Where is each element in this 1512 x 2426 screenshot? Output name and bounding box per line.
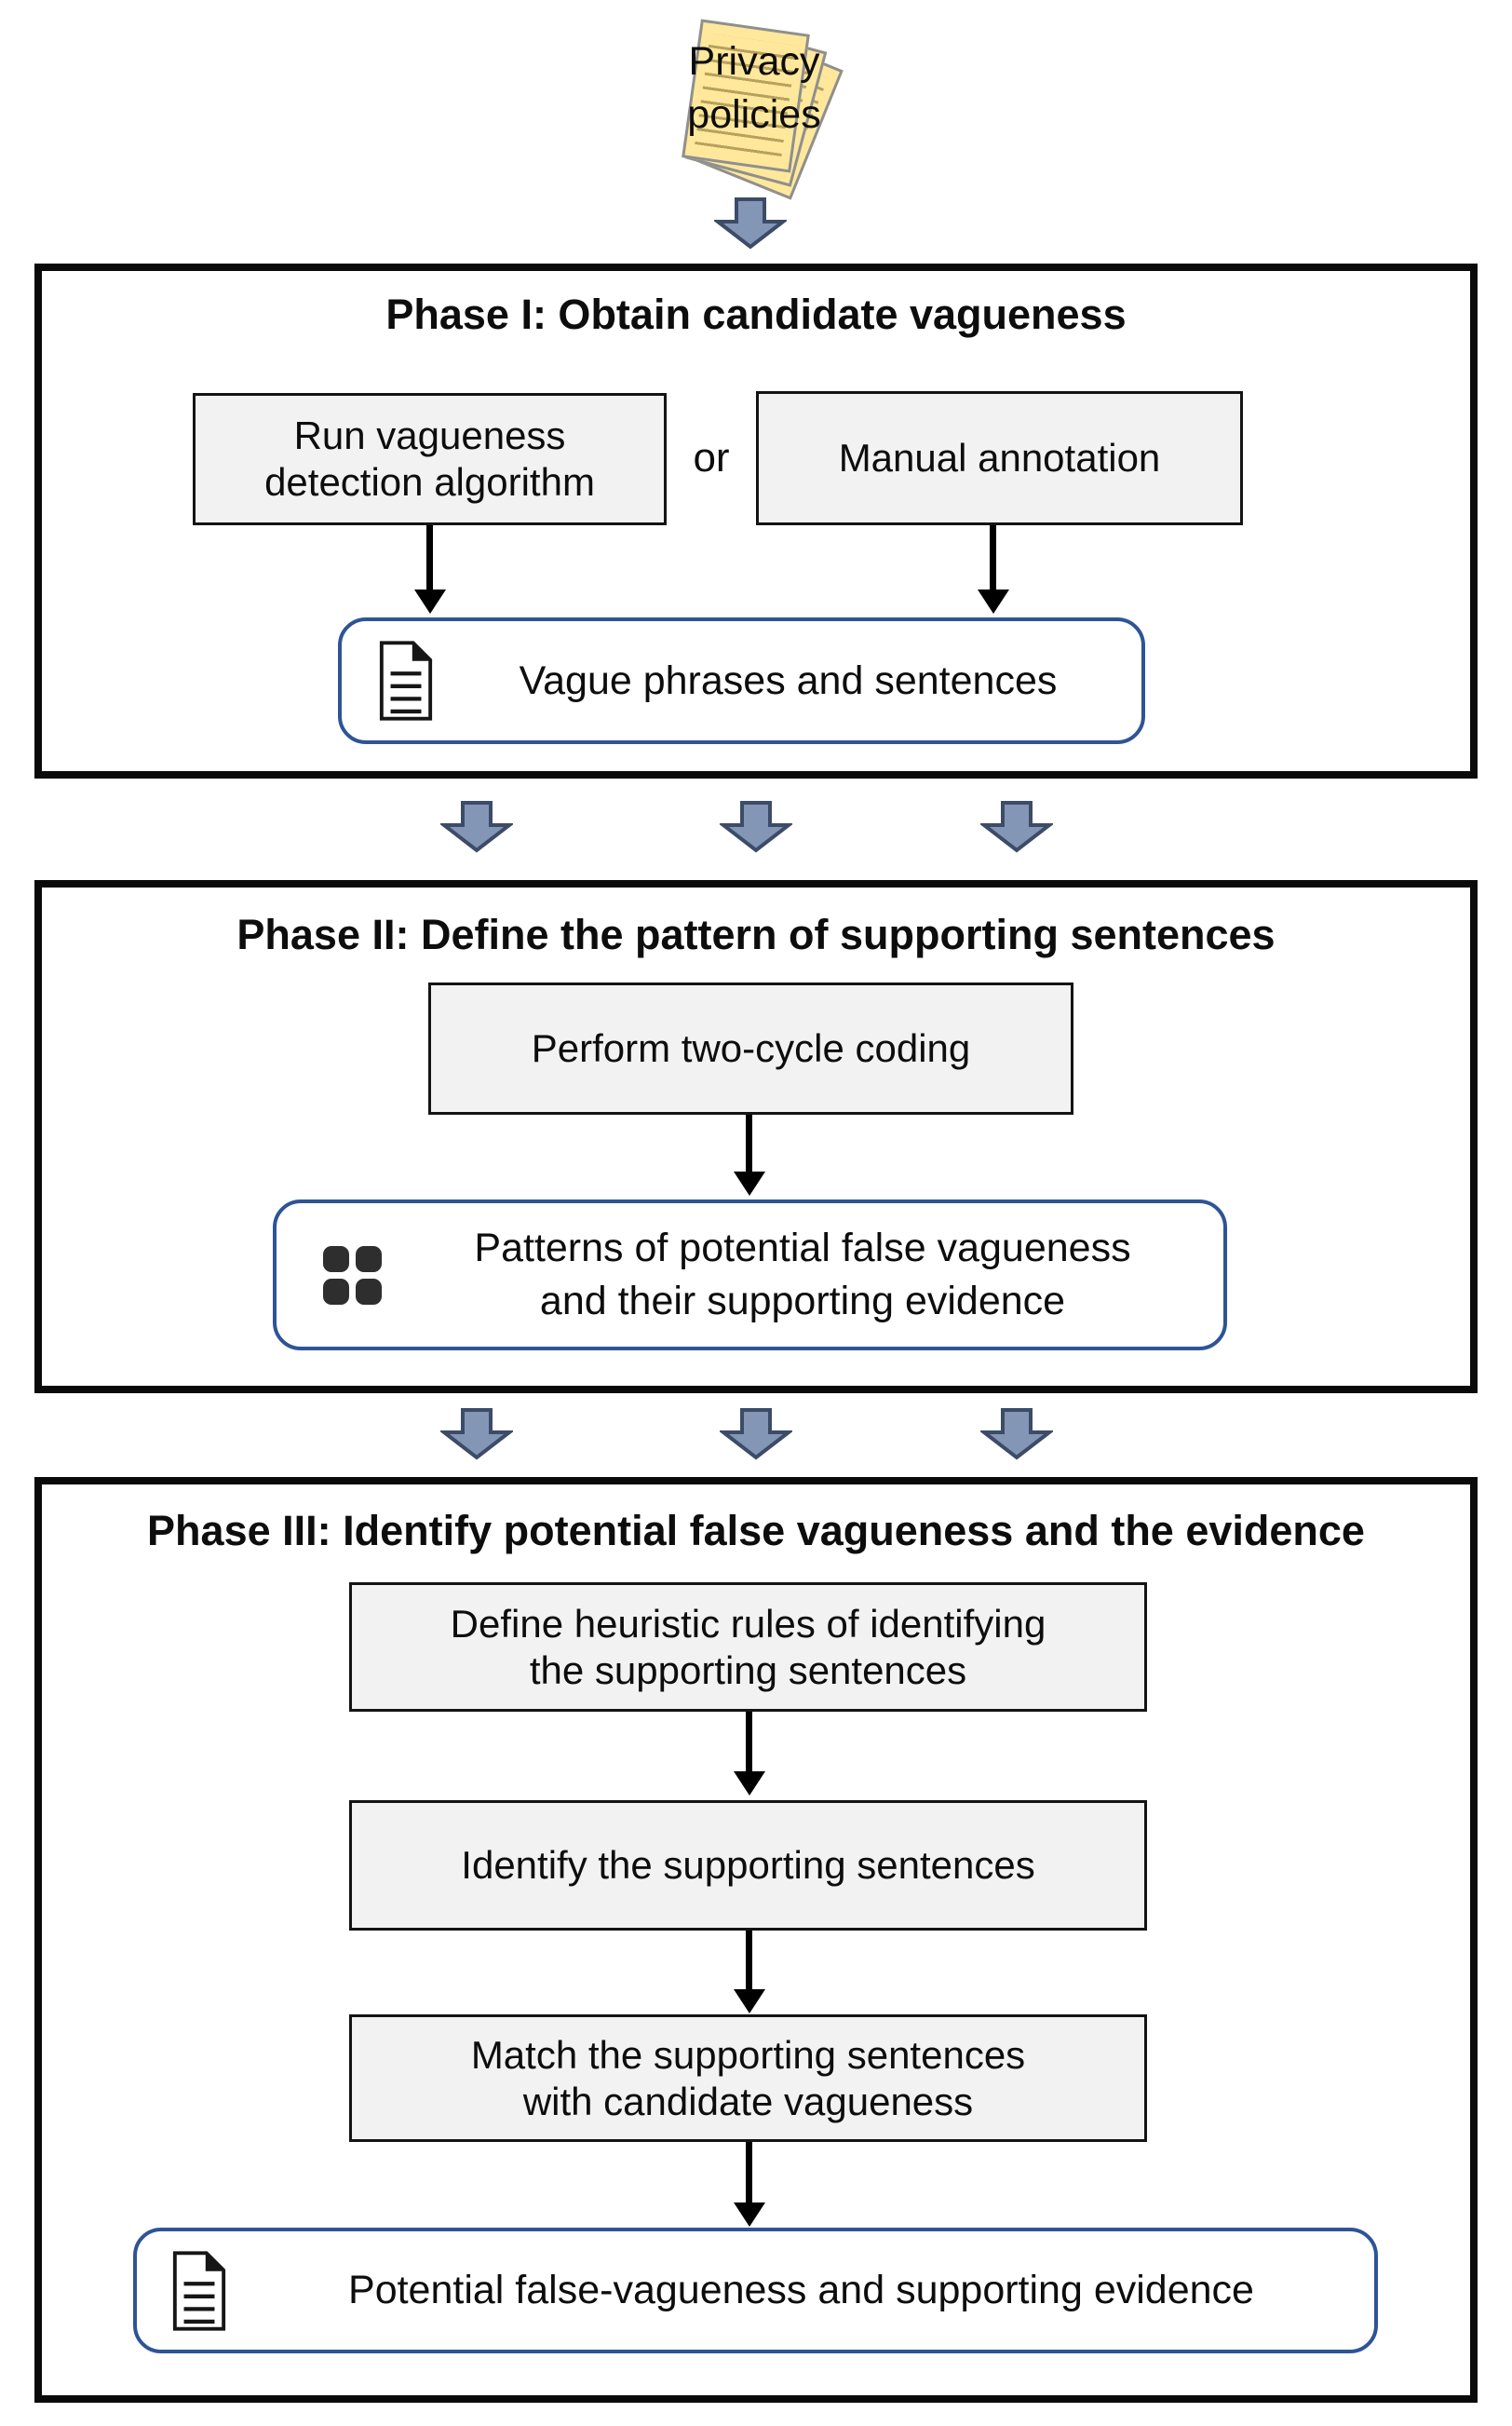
phase3-title: Phase III: Identify potential false vagu… bbox=[147, 1507, 1365, 1554]
phase2-outcome-label: Patterns of potential false vagueness an… bbox=[474, 1226, 1131, 1323]
phase1-to-phase2-arrow-3 bbox=[980, 801, 1053, 853]
phase1-run-box: Run vagueness detection algorithm bbox=[193, 393, 667, 525]
arrow-define-to-identify bbox=[746, 1712, 752, 1772]
phase3-define-box: Define heuristic rules of identifying th… bbox=[349, 1582, 1147, 1712]
arrow-identify-to-match bbox=[746, 1931, 752, 1990]
phase2-to-phase3-arrow-3 bbox=[980, 1408, 1053, 1460]
down-block-arrow-source bbox=[714, 197, 787, 250]
source-label: Privacy policies bbox=[687, 39, 821, 137]
phase3-identify-box: Identify the supporting sentences bbox=[349, 1800, 1147, 1931]
arrow-run-to-outcome bbox=[426, 525, 433, 590]
arrow-coding-to-outcome bbox=[746, 1115, 752, 1172]
phase2-coding-box: Perform two-cycle coding bbox=[428, 983, 1073, 1115]
grid-icon-cell bbox=[323, 1246, 349, 1272]
phase1-manual-box: Manual annotation bbox=[756, 391, 1243, 525]
arrow-match-to-outcome bbox=[746, 2142, 752, 2203]
phase3-outcome-label: Potential false-vagueness and supporting… bbox=[348, 2268, 1254, 2312]
phase2-outcome: Patterns of potential false vagueness an… bbox=[273, 1199, 1227, 1350]
grid-icon-cell bbox=[356, 1279, 382, 1305]
phase1-to-phase2-arrow-2 bbox=[720, 801, 792, 853]
grid-icon-cell bbox=[356, 1246, 382, 1272]
grid-icon bbox=[323, 1246, 382, 1305]
phase3-match-box: Match the supporting sentences with cand… bbox=[349, 2014, 1147, 2142]
or-label: or bbox=[693, 435, 730, 481]
phase1-to-phase2-arrow-1 bbox=[440, 801, 513, 853]
arrow-manual-to-outcome bbox=[990, 525, 996, 590]
document-icon bbox=[172, 2250, 226, 2331]
phase3-outcome: Potential false-vagueness and supporting… bbox=[133, 2228, 1378, 2353]
phase2-title: Phase II: Define the pattern of supporti… bbox=[236, 911, 1276, 958]
privacy-policies-source: Privacy policies bbox=[596, 19, 912, 224]
phase1-outcome-label: Vague phrases and sentences bbox=[519, 657, 1058, 703]
phase1-outcome: Vague phrases and sentences bbox=[338, 617, 1145, 744]
document-icon bbox=[379, 640, 433, 721]
grid-icon-cell bbox=[323, 1279, 349, 1305]
phase2-to-phase3-arrow-1 bbox=[440, 1408, 513, 1460]
phase1-title: Phase I: Obtain candidate vagueness bbox=[385, 291, 1127, 338]
phase2-to-phase3-arrow-2 bbox=[720, 1408, 792, 1460]
